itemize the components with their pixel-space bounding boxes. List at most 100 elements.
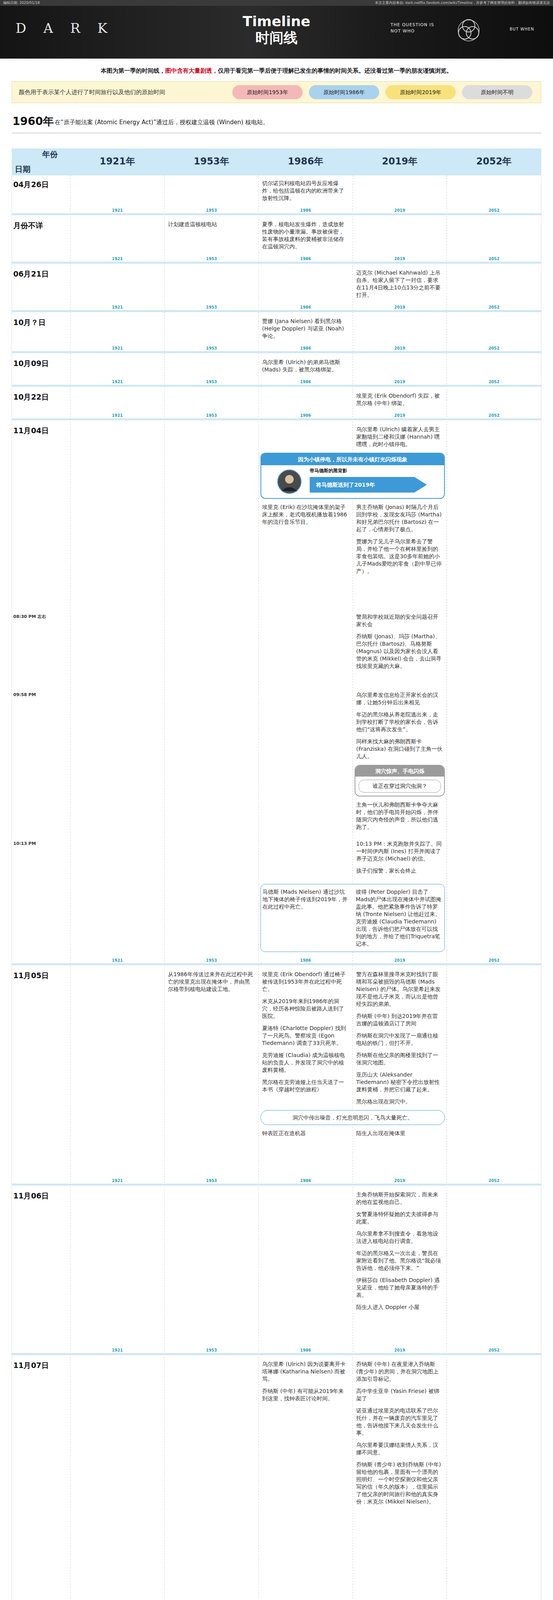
timeline-cell: 男主乔纳斯 (Jonas) 时隔几个月后回到学校，发现女友玛莎 (Martha)…: [356, 503, 444, 580]
year-tick: 2052: [446, 957, 542, 963]
event-text: 黑尔格在克劳迪娅上任当天送了一本书《穿越时空的旅程》: [262, 1078, 350, 1094]
row-separator: [11, 351, 542, 354]
timeline-cell: 埃里克 (Erik) 在沙坑掩体里的架子床上醒来，老式电视机播放着1986年的流…: [262, 503, 350, 531]
date-label: 04月26日: [13, 179, 49, 190]
tagline: THE QUESTION IS NOT WHO: [390, 21, 442, 35]
event-text: 乌尔里希发信息给正开家长会的汉娜，让她5分钟后出来相见: [356, 691, 444, 707]
event-text: 孩子们报警，家长会终止: [356, 866, 444, 875]
row-separator: [11, 1352, 542, 1355]
date-label: 10月09日: [13, 358, 49, 368]
legend-swatch: 原始时间2019年: [385, 85, 456, 100]
year-tick: 2052: [446, 208, 542, 213]
event-text: 钟表匠正在造机器: [262, 1129, 350, 1137]
legend-text: 原始时间不明: [462, 85, 533, 100]
year-tick: 2052: [446, 256, 542, 262]
year-tick: 1921: [70, 305, 165, 310]
timeline-cell: 主角一伙儿和弗朗西斯卡争夺大麻时，他们的手电筒开始闪烁，并伴随洞穴内奇怪的声音，…: [356, 800, 444, 836]
row-separator: [11, 384, 542, 387]
year-tick: 1953: [164, 305, 259, 310]
year-tick: 1986: [258, 379, 353, 385]
legend-note: 颜色用于表示某个人进行了时间旅行以及他们的原始时间: [18, 88, 166, 97]
event-text: 乔纳斯 (青少年) 收到乔纳斯 (中年) 留给他的包裹，里面有一个漂亮的照明灯、…: [356, 1460, 444, 1506]
table-header: [11, 148, 542, 176]
timeline-cell: 警方在森林里搜寻米克时找到了眼睛和耳朵被损毁的马德斯 (Mads Nielsen…: [356, 970, 444, 1110]
event-text: 警方在森林里搜寻米克时找到了眼睛和耳朵被损毁的马德斯 (Mads Nielsen…: [356, 970, 444, 1008]
year-tick: 1921: [70, 1178, 165, 1183]
photo-frame: [277, 469, 302, 494]
row-separator: [11, 261, 542, 264]
row-separator: [11, 418, 542, 421]
portrait-photo: [276, 469, 302, 495]
year-column-header: 1986年: [258, 155, 353, 168]
year-tick: 1986: [258, 1178, 353, 1183]
legend-swatch: 原始时间不明: [462, 85, 533, 100]
event-text: 伊丽莎白 (Elisabeth Doppler) 遇见诺亚，他给了她母亲夏洛特的…: [356, 1276, 444, 1299]
timeline-cell: 埃里克 (Erik Obendorf) 失踪，被黑尔格 (中年) 绑架。: [356, 392, 444, 412]
event-text: 乌尔里希 (Ulrich) 瞒着家人去男主家翻墙到二楼和汉娜 (Hannah) …: [356, 425, 444, 448]
event-text: 警局和学校就近期的安全问题召开家长会: [356, 613, 444, 628]
event-text: 乔纳斯在洞穴中发现了一扇通往核电站的铁门，但打不开。: [356, 1031, 444, 1047]
table-border: [11, 175, 13, 1600]
column-divider: [70, 175, 71, 1600]
legend-text: 原始时间2019年: [385, 85, 456, 100]
event-text: 乌尔里希 (Ulrich) 因为说要离开卡塔琳娜 (Katharina Niel…: [262, 1360, 350, 1383]
row-separator: [11, 213, 542, 216]
year-tick: 1921: [70, 1347, 165, 1353]
year-tick: 1986: [258, 305, 353, 310]
year-tick: 2019: [352, 957, 447, 963]
row-separator: [11, 963, 542, 966]
year-tick: 2052: [446, 346, 542, 351]
event-text: 主角一伙儿和弗朗西斯卡争夺大麻时，他们的手电筒开始闪烁，并伴随洞穴内奇怪的声音，…: [356, 800, 444, 831]
year-column-header: 2052年: [446, 155, 542, 168]
column-divider: [164, 175, 165, 1600]
box-header: 因为小镇停电，所以并未有小镇灯光闪烁现象: [261, 453, 445, 466]
event-text: 埃里克 (Erik) 在沙坑掩体里的架子床上醒来，老式电视机播放着1986年的流…: [262, 503, 350, 526]
event-box: 洞穴中传出噪音，灯光忽明忽闪，飞鸟大量死亡。: [260, 1109, 445, 1125]
event-text: 10:13 PM：米克跑散并失踪了。同一时间伊内斯 (Ines) 打开并阅读了养…: [356, 840, 444, 863]
year-tick: 1986: [258, 256, 353, 262]
intro-text: 仅用于看完第一季后便于理解已发生的事情的时间关系。还没看过第一季的朋友谨慎浏览。: [217, 67, 453, 75]
event-text: 切尔诺贝利核电站四号反应堆爆炸，给包括温顿在内的欧洲带来了放射性沉降。: [262, 179, 350, 202]
year-tick: 2052: [446, 413, 542, 418]
event-text: 乔纳斯 (Jonas)、玛莎 (Martha)、巴尔托什 (Bartosz)、马…: [356, 632, 444, 670]
timeline-cell: 钟表匠正在造机器: [262, 1129, 350, 1142]
year-tick: 2052: [446, 305, 542, 310]
timeline-cell: 贾娜 (Jana Nielsen) 看到黑尔格 (Helge Doppler) …: [262, 317, 350, 345]
event-text: 埃里克 (Erik Obendorf) 失踪，被黑尔格 (中年) 绑架。: [356, 392, 444, 407]
year-tick: 2052: [446, 1347, 542, 1353]
event-text: 乔纳斯 (中年) 有可能从2019年来到这里，找钟表匠讨论时间。: [262, 1387, 350, 1403]
column-divider: [446, 175, 448, 1600]
photo-caption: 带马德斯的黑背影: [309, 467, 348, 474]
year-column-header: 1921年: [70, 155, 165, 168]
triquetra-ring: [458, 19, 480, 42]
arrow-text: 将马德斯送到了2019年: [309, 476, 427, 493]
timeline-cell: 乌尔里希 (Ulrich) 的弟弟马德斯 (Mads) 失踪，被黑尔格绑架。: [262, 358, 350, 379]
event-text: 米克从2019年来到1986年的洞穴，经历各种惊险后被路人送到了医院。: [262, 997, 350, 1020]
date-label: 06月21日: [13, 269, 49, 279]
box-body: 带马德斯的黑背影将马德斯送到了2019年: [261, 465, 445, 498]
year-tick: 1921: [70, 256, 165, 262]
time-label: 08:30 PM 左右: [13, 613, 47, 620]
legend-swatch: 原始时间1986年: [308, 85, 380, 100]
year-tick: 1986: [258, 208, 353, 213]
box-header: 洞穴惊声、手电闪烁: [355, 765, 445, 777]
year-column-header: 1953年: [164, 155, 259, 168]
event-text: 陌生人出现在掩体里: [356, 1129, 444, 1137]
event-text: 亚历山大 (Aleksander Tiedemann) 秘密下令挖出放射性废料黄…: [356, 1070, 444, 1094]
axis-label: 年份: [42, 149, 58, 159]
year-tick: 1986: [258, 413, 353, 418]
axis-label: 日期: [14, 164, 31, 174]
event-text: 从1986年传送过来并在此过程中死亡的埃里克出现在掩体中，并由黑尔格带到核电站建…: [167, 970, 256, 993]
timeline-cell: 计划建造温顿核电站: [167, 220, 256, 233]
event-text: 主角乔纳斯开始探索洞穴，而未来的他在监视他自己。: [356, 1190, 444, 1206]
rule: [11, 132, 542, 134]
event-text: 乔纳斯 (中年) 到达2019年并在雷吉娜的温顿酒店订了房间: [356, 1012, 444, 1028]
event-box: 洞穴惊声、手电闪烁谁正在穿过洞穴虫洞？: [354, 764, 445, 797]
intro-line: 本图为第一季的时间线，图中含有大量剧透，仅用于看完第一季后便于理解已发生的事情的…: [0, 66, 553, 75]
year-tick: 1921: [70, 957, 165, 963]
box-body: 谁正在穿过洞穴虫洞？: [355, 776, 445, 796]
legend-text: 原始时间1953年: [232, 85, 303, 100]
event-text: 陌生人进入 Doppler 小屋: [356, 1303, 444, 1311]
event-text: 贾娜为了见儿子乌尔里希去了警局，并给了他一个在树林里捡到的零食包装纸。这是30多…: [356, 537, 444, 575]
date-label: 11月06日: [13, 1190, 49, 1201]
